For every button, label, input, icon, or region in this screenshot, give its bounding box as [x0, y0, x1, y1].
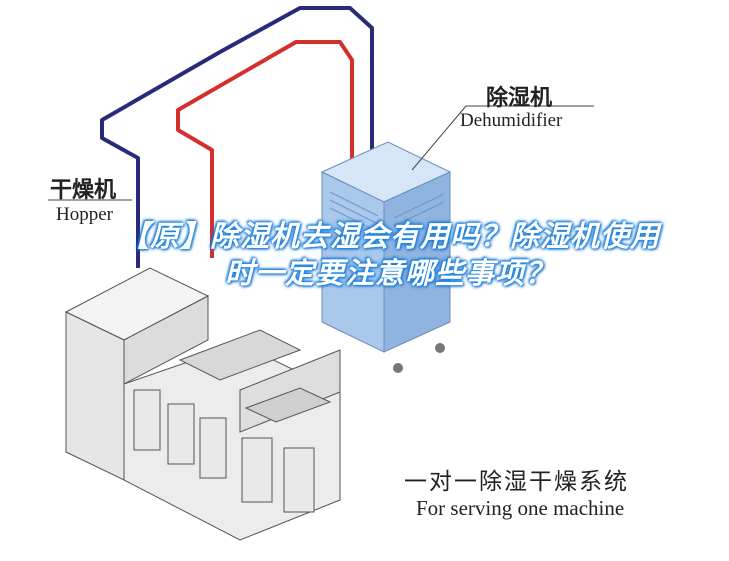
dehumidifier-label-en: Dehumidifier [460, 110, 563, 131]
system-label-en: For serving one machine [416, 496, 625, 520]
dehumidifier-unit [320, 141, 452, 373]
system-label-cn: 一对一除湿干燥系统 [404, 469, 629, 495]
duct-pipes [100, 6, 374, 268]
molding-machine [64, 267, 341, 541]
dehumidifier-leader [411, 105, 467, 171]
blue-return-pipe [100, 6, 374, 268]
page-title-overlay: 【原】除湿机去湿会有用吗？除湿机使用时一定要注意哪些事项？ [119, 219, 660, 290]
red-supply-pipe [176, 40, 354, 258]
hopper-label-en: Hopper [56, 204, 113, 225]
hopper-label-cn: 干燥机 [50, 178, 117, 203]
dehumidifier-label-cn: 除湿机 [486, 86, 553, 111]
